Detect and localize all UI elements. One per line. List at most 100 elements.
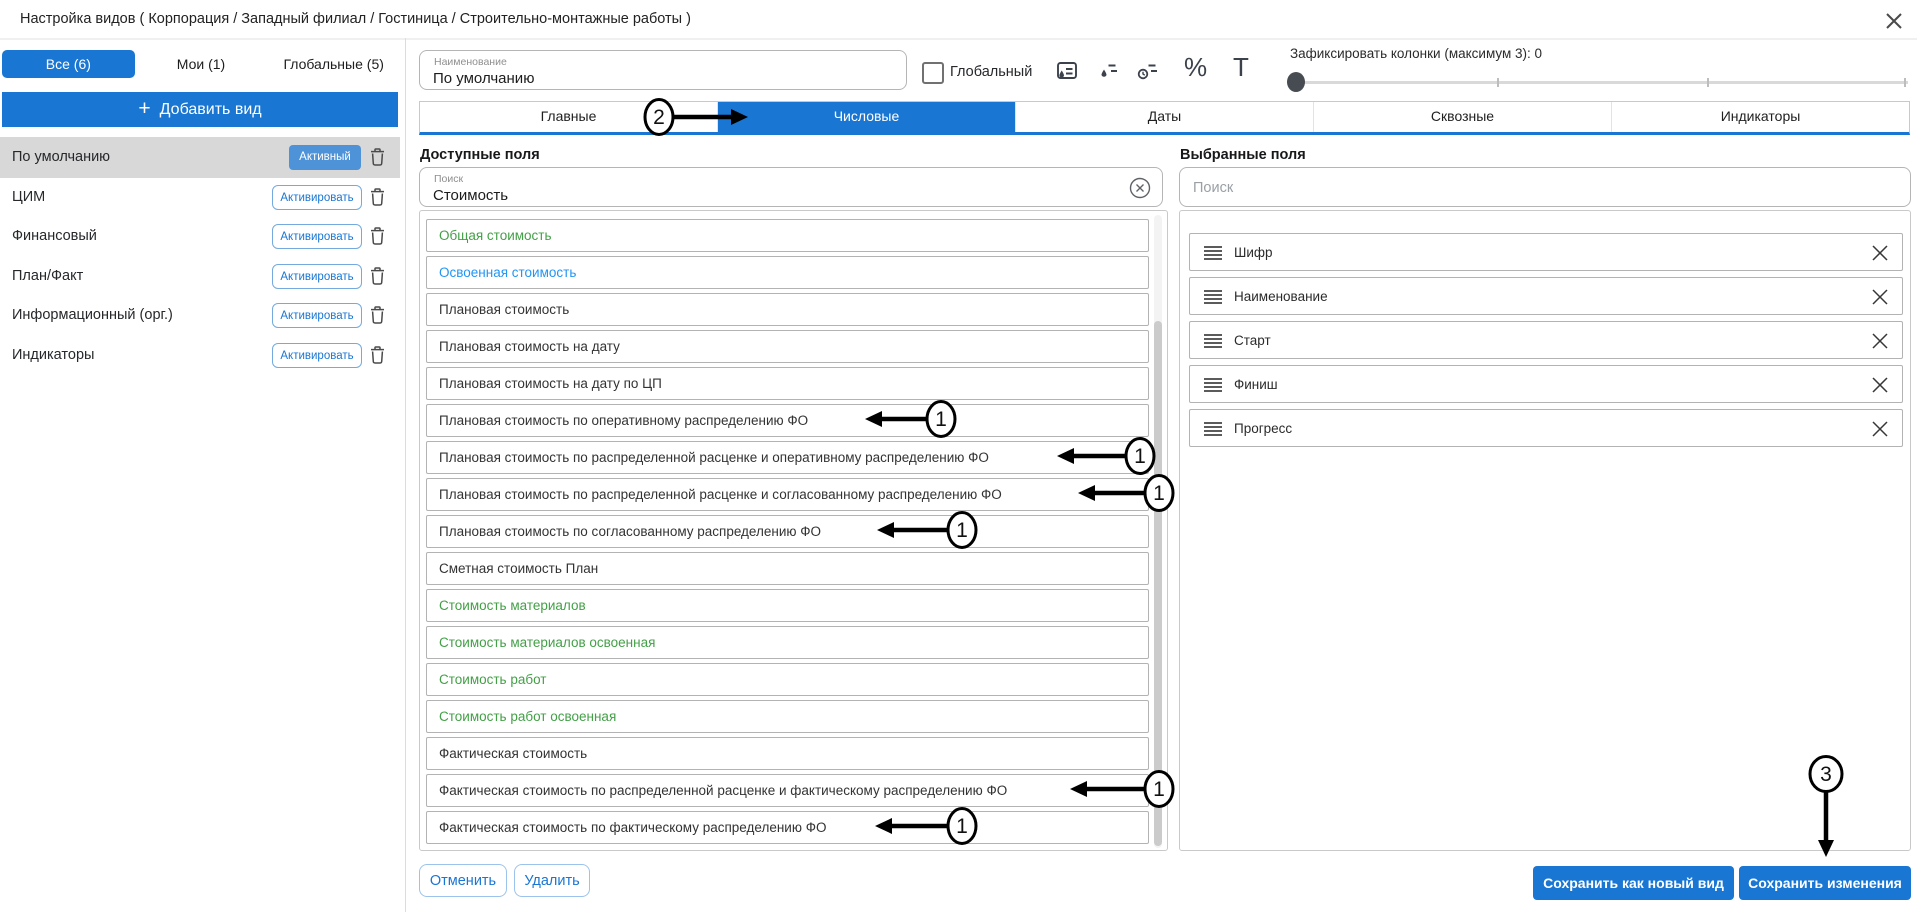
available-field[interactable]: Плановая стоимость на дату [426, 330, 1149, 363]
global-checkbox[interactable] [922, 62, 944, 84]
selected-field-label: Финиш [1234, 366, 1278, 404]
activate-button[interactable]: Активировать [272, 264, 362, 289]
view-name: По умолчанию [12, 137, 110, 178]
view-name: ЦИМ [12, 177, 45, 218]
view-name: План/Факт [12, 256, 83, 297]
selected-search-input[interactable] [1180, 168, 1910, 206]
available-field[interactable]: Плановая стоимость по распределенной рас… [426, 441, 1149, 474]
available-field[interactable]: Освоенная стоимость [426, 256, 1149, 289]
activate-button[interactable]: Активировать [272, 303, 362, 328]
available-field[interactable]: Плановая стоимость по согласованному рас… [426, 515, 1149, 548]
text-format-icon[interactable]: T [1233, 54, 1249, 80]
activate-button[interactable]: Активировать [272, 224, 362, 249]
trash-icon[interactable] [369, 345, 386, 365]
available-field[interactable]: Стоимость работ [426, 663, 1149, 696]
view-row-informational[interactable]: Информационный (орг.) Активировать [0, 295, 400, 336]
available-field[interactable]: Плановая стоимость на дату по ЦП [426, 367, 1149, 400]
scrollbar-track[interactable] [1154, 215, 1162, 848]
selected-field[interactable]: Наименование [1189, 277, 1903, 315]
global-checkbox-label: Глобальный [950, 64, 1032, 80]
available-field[interactable]: Стоимость материалов [426, 589, 1149, 622]
available-field[interactable]: Общая стоимость [426, 219, 1149, 252]
slider-tick [1707, 78, 1709, 87]
selected-field-label: Наименование [1234, 278, 1328, 316]
available-fields-panel: Общая стоимость Освоенная стоимость План… [419, 210, 1168, 851]
available-field[interactable]: Фактическая стоимость по распределенной … [426, 774, 1149, 807]
freeze-columns-label: Зафиксировать колонки (максимум 3): 0 [1290, 46, 1542, 61]
save-as-new-view-button[interactable]: Сохранить как новый вид [1533, 866, 1734, 900]
available-field[interactable]: Фактическая стоимость [426, 737, 1149, 770]
tab-numeric-fields[interactable]: Числовые [717, 102, 1015, 132]
add-view-button[interactable]: + Добавить вид [2, 92, 398, 127]
view-name: Финансовый [12, 216, 97, 257]
tab-all-views[interactable]: Все (6) [2, 50, 135, 78]
available-field[interactable]: Стоимость материалов освоенная [426, 626, 1149, 659]
percent-format-icon[interactable]: % [1184, 54, 1207, 80]
selected-field[interactable]: Старт [1189, 321, 1903, 359]
available-field[interactable]: Плановая стоимость по распределенной рас… [426, 478, 1149, 511]
activate-button[interactable]: Активировать [272, 185, 362, 210]
remove-icon[interactable] [1871, 288, 1889, 306]
dialog-header: Настройка видов ( Корпорация / Западный … [0, 0, 1917, 40]
drag-handle-icon[interactable] [1203, 377, 1223, 393]
view-row-default[interactable]: По умолчанию Активный [0, 137, 400, 178]
scrollbar-thumb[interactable] [1154, 321, 1162, 846]
selected-search-wrap [1179, 167, 1911, 207]
selected-field[interactable]: Шифр [1189, 233, 1903, 271]
trash-icon[interactable] [369, 266, 386, 286]
drag-handle-icon[interactable] [1203, 289, 1223, 305]
available-search-input[interactable] [420, 168, 1162, 206]
dialog-title: Настройка видов ( Корпорация / Западный … [20, 11, 691, 27]
tab-global-views[interactable]: Глобальные (5) [267, 50, 400, 78]
tab-my-views[interactable]: Мои (1) [135, 50, 268, 78]
available-fields-title: Доступные поля [420, 147, 540, 163]
trash-icon[interactable] [369, 187, 386, 207]
remove-icon[interactable] [1871, 332, 1889, 350]
available-search-wrap: Поиск [419, 167, 1163, 207]
remove-icon[interactable] [1871, 244, 1889, 262]
remove-icon[interactable] [1871, 376, 1889, 394]
clear-search-icon[interactable] [1129, 177, 1151, 199]
available-field[interactable]: Фактическая стоимость по фактическому ра… [426, 811, 1149, 844]
drag-handle-icon[interactable] [1203, 245, 1223, 261]
duration-format-icon[interactable] [1134, 57, 1162, 90]
selected-fields-title: Выбранные поля [1180, 147, 1306, 163]
view-row-indicators[interactable]: Индикаторы Активировать [0, 335, 400, 376]
trash-icon[interactable] [369, 305, 386, 325]
selected-field[interactable]: Прогресс [1189, 409, 1903, 447]
sidebar-divider [405, 38, 406, 912]
tab-date-fields[interactable]: Даты [1015, 102, 1313, 132]
remove-icon[interactable] [1871, 420, 1889, 438]
trash-icon[interactable] [369, 226, 386, 246]
selected-field[interactable]: Финиш [1189, 365, 1903, 403]
conditional-format-table-icon[interactable] [1053, 57, 1081, 90]
close-icon[interactable] [1879, 6, 1909, 36]
drag-handle-icon[interactable] [1203, 333, 1223, 349]
trash-icon[interactable] [369, 147, 386, 167]
cancel-button[interactable]: Отменить [419, 864, 507, 897]
activate-button[interactable]: Активировать [272, 343, 362, 368]
view-name-field-wrap: Наименование [419, 50, 907, 90]
delete-button[interactable]: Удалить [514, 864, 590, 897]
view-row-financial[interactable]: Финансовый Активировать [0, 216, 400, 257]
tab-indicator-fields[interactable]: Индикаторы [1611, 102, 1909, 132]
freeze-columns-slider[interactable] [1288, 81, 1908, 84]
available-field[interactable]: Плановая стоимость [426, 293, 1149, 326]
slider-handle[interactable] [1287, 72, 1305, 92]
active-badge: Активный [289, 145, 361, 170]
available-field[interactable]: Плановая стоимость по оперативному распр… [426, 404, 1149, 437]
view-row-plan-fact[interactable]: План/Факт Активировать [0, 256, 400, 297]
view-name-input[interactable] [420, 51, 906, 89]
view-row-cim[interactable]: ЦИМ Активировать [0, 177, 400, 218]
save-changes-button[interactable]: Сохранить изменения [1739, 866, 1911, 900]
drag-handle-icon[interactable] [1203, 421, 1223, 437]
add-view-label: Добавить вид [160, 101, 262, 119]
droplet-format-icon[interactable] [1095, 57, 1123, 90]
tab-main-fields[interactable]: Главные [420, 102, 717, 132]
view-name: Индикаторы [12, 335, 94, 376]
slider-tick [1497, 78, 1499, 87]
tab-crosscutting-fields[interactable]: Сквозные [1313, 102, 1611, 132]
available-field[interactable]: Сметная стоимость План [426, 552, 1149, 585]
available-field[interactable]: Стоимость работ освоенная [426, 700, 1149, 733]
